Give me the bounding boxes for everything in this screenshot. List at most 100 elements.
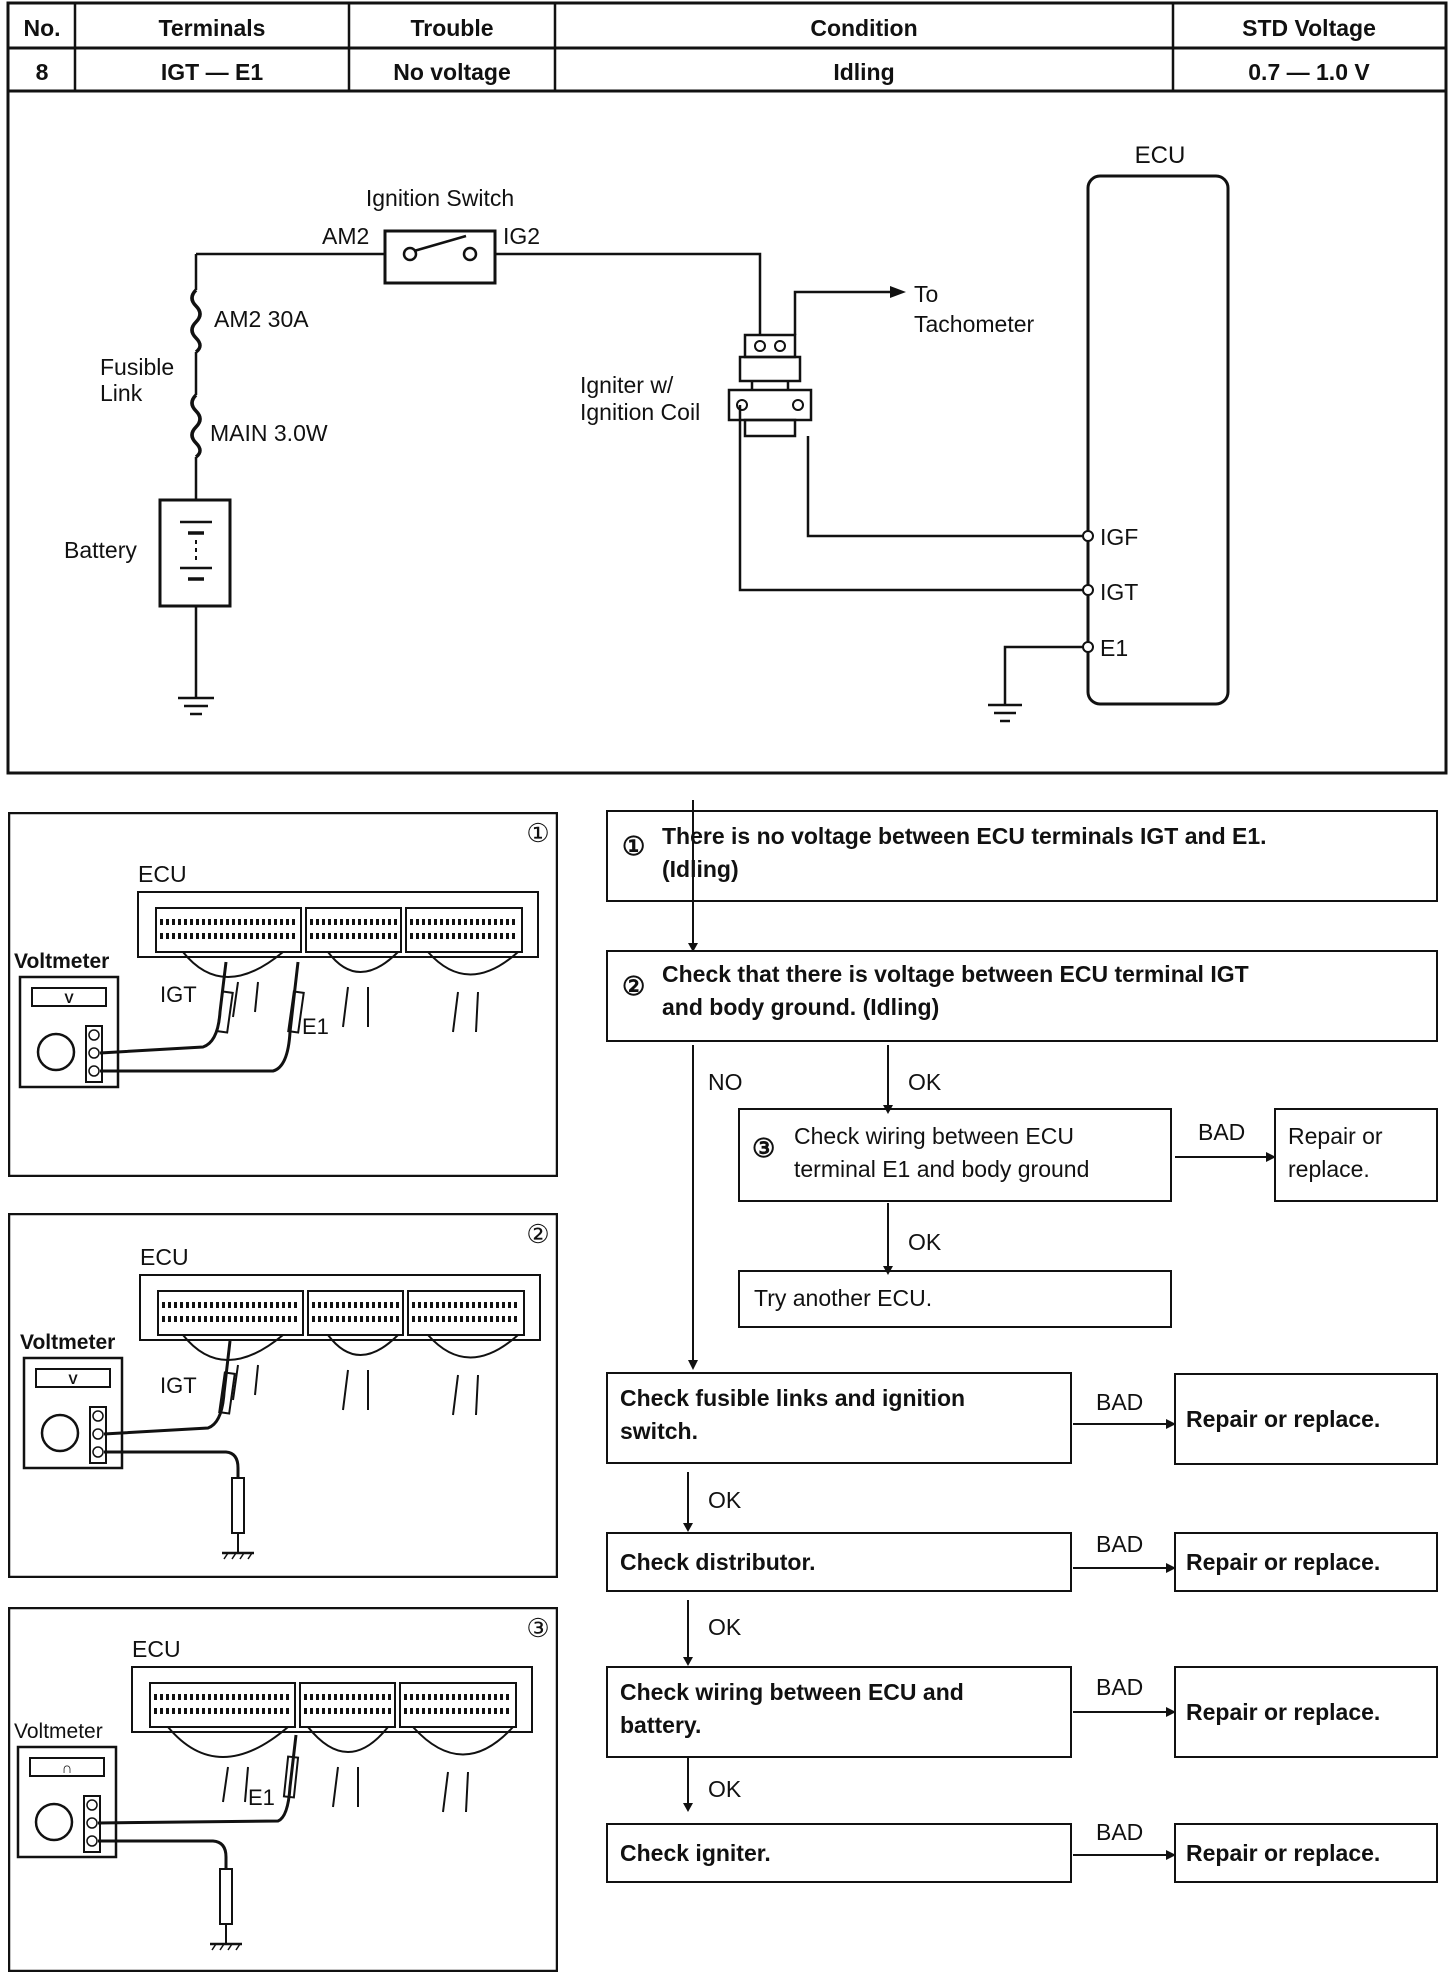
try-another-ecu: Try another ECU. [738,1270,1172,1328]
repair-box-fusible: Repair or replace. [1174,1373,1438,1465]
ok-label-try: OK [908,1229,942,1255]
repair-step3-line1: Repair or [1288,1123,1383,1149]
step-2-text-line2: and body ground. (Idling) [662,994,940,1020]
panel-2-ecu-label: ECU [140,1244,189,1270]
panel-3-ecu-label: ECU [132,1636,181,1662]
check-distributor: Check distributor. [606,1532,1072,1592]
repair-box-step3: Repair or replace. [1274,1108,1438,1202]
step-1-text-line1: There is no voltage between ECU terminal… [662,823,1267,849]
panel-2-igt-label: IGT [160,1373,197,1398]
cell-condition: Idling [833,59,894,85]
fuse-main [190,393,202,459]
repair-box-wiring: Repair or replace. [1174,1666,1438,1758]
ig2-label: IG2 [503,223,540,249]
repair-igniter-text: Repair or replace. [1186,1840,1381,1866]
igniter-with-coil [727,333,813,438]
bad-label-distributor: BAD [1096,1531,1143,1557]
ok-label-igniter: OK [708,1776,742,1802]
header-std-voltage: STD Voltage [1242,15,1376,41]
to-label: To [914,281,938,307]
battery-label: Battery [64,537,137,563]
panel-2-voltmeter-label: Voltmeter [20,1331,115,1354]
bad-label-fusible: BAD [1096,1389,1143,1415]
ignition-switch-label: Ignition Switch [366,185,514,211]
igniter-text: Check igniter. [620,1840,771,1866]
check-fusible-links: Check fusible links and ignition switch. [606,1372,1072,1464]
cell-no: 8 [36,59,49,85]
e1-label: E1 [1100,635,1128,661]
repair-wiring-text: Repair or replace. [1186,1699,1381,1725]
am2-label: AM2 [322,223,369,249]
panel-1-meter-symbol: V [64,990,74,1006]
panel-1-igt-label: IGT [160,982,197,1007]
fusible-line2: switch. [620,1418,698,1444]
cell-trouble: No voltage [393,59,511,85]
panel-2-meter-symbol: V [68,1371,78,1387]
panel-1-ecu-label: ECU [138,861,187,887]
panel-3-e1-label: E1 [248,1785,275,1810]
fusible-link-label-2: Link [100,380,143,406]
igniter-label-1: Igniter w/ [580,372,674,398]
header-trouble: Trouble [410,15,493,41]
panel-1-ecu-connector [137,891,539,958]
igt-label: IGT [1100,579,1138,605]
panel-2-number: ② [526,1219,549,1249]
flow-step-1: ① There is no voltage between ECU termin… [606,810,1438,902]
panel-3-number: ③ [526,1613,549,1643]
tachometer-label: Tachometer [914,311,1035,337]
panel-2-ecu-connector [139,1274,541,1341]
step-2-number: ② [622,971,646,1001]
bad-label-step3: BAD [1198,1119,1245,1145]
bad-label-igniter: BAD [1096,1819,1143,1845]
no-label: NO [708,1069,743,1095]
fuse-am2 [190,288,202,354]
step-3-text-line2: terminal E1 and body ground [794,1156,1090,1182]
ecu-box [1086,174,1230,706]
step-1-number: ① [622,831,646,861]
ground-symbol-ecu [988,703,1022,723]
fuse-main-label: MAIN 3.0W [210,420,328,446]
panel-3-voltmeter [16,1745,118,1859]
panel-2: ② ECU Voltmeter V IGT [8,1213,558,1578]
try-ecu-text: Try another ECU. [754,1285,933,1311]
panel-1-number: ① [526,818,549,848]
header-terminals: Terminals [159,15,266,41]
flowchart-lines: NO OK BAD OK OK OK OK BAD BAD BAD BAD [683,800,1276,1860]
panel-2-voltmeter [22,1356,124,1470]
panel-1: ① ECU Voltmeter V IGT E1 [8,812,558,1177]
fusible-line1: Check fusible links and ignition [620,1385,966,1411]
step-3-text-line1: Check wiring between ECU [794,1123,1074,1149]
ok-label-wiring: OK [708,1614,742,1640]
bad-label-wiring: BAD [1096,1674,1143,1700]
header-condition: Condition [810,15,917,41]
check-igniter: Check igniter. [606,1823,1072,1883]
panel-3-meter-symbol: ∩ [62,1760,73,1777]
check-wiring-battery: Check wiring between ECU and battery. [606,1666,1072,1758]
step-1-text-line2: (Idling) [662,856,739,882]
ground-symbol-left [178,696,214,716]
step-3-number: ③ [752,1133,776,1163]
wiring-line1: Check wiring between ECU and [620,1679,964,1705]
spec-table: No. Terminals Trouble Condition STD Volt… [6,1,1448,93]
fusible-link-label-1: Fusible [100,354,174,380]
flow-step-3: ③ Check wiring between ECU terminal E1 a… [738,1108,1172,1202]
panel-3-ecu-connector [131,1666,533,1733]
igniter-label-2: Ignition Coil [580,399,700,425]
flow-step-2: ② Check that there is voltage between EC… [606,950,1438,1042]
repair-box-igniter: Repair or replace. [1174,1823,1438,1883]
step-2-text-line1: Check that there is voltage between ECU … [662,961,1249,987]
repair-distributor-text: Repair or replace. [1186,1549,1381,1575]
ok-label-step3: OK [908,1069,942,1095]
panel-1-voltmeter [18,975,120,1089]
distributor-text: Check distributor. [620,1549,816,1575]
battery [158,498,232,608]
panel-1-voltmeter-label: Voltmeter [14,950,109,973]
repair-box-distributor: Repair or replace. [1174,1532,1438,1592]
repair-fusible-text: Repair or replace. [1186,1406,1381,1432]
wiring-line2: battery. [620,1712,702,1738]
panel-1-e1-label: E1 [302,1014,329,1039]
ok-label-distributor: OK [708,1487,742,1513]
cell-terminals: IGT — E1 [161,59,263,85]
circuit-diagram: ECU Ignition Switch AM2 IG2 AM2 30A Fusi… [6,89,1448,775]
repair-step3-line2: replace. [1288,1156,1370,1182]
